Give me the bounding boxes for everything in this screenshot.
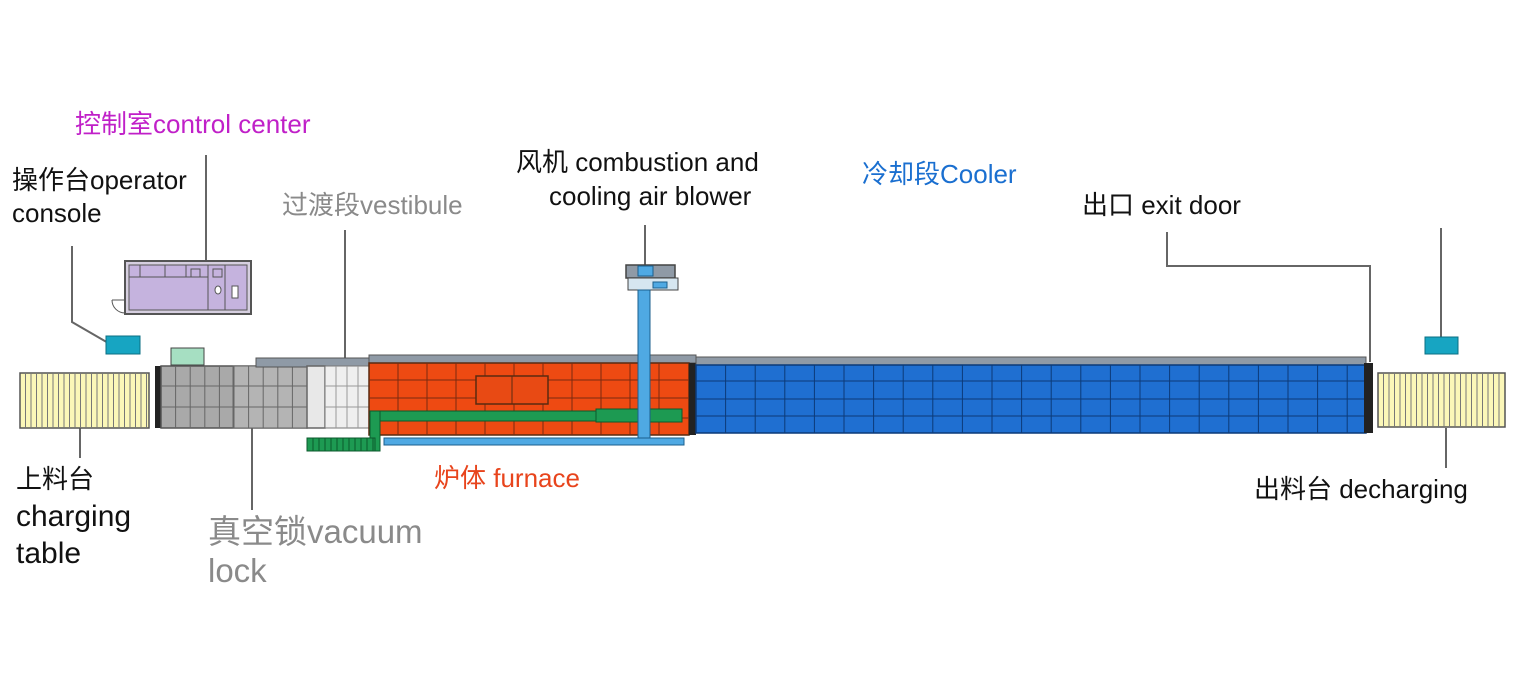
operator-console — [105, 335, 141, 355]
control-room-inner — [128, 264, 248, 311]
blower-pipe-horizontal — [383, 437, 685, 446]
leader-line-operator-console — [71, 246, 111, 345]
furnace-body — [368, 354, 697, 436]
vacuum-lock — [155, 365, 308, 429]
vestibule-label: 过渡段vestibule — [282, 190, 463, 220]
vacuum-lock-label-line2: lock — [208, 552, 267, 589]
vacuum-lock-label-line1: 真空锁vacuum — [208, 513, 423, 550]
cooler-label: 冷却段Cooler — [862, 159, 1017, 189]
blower-pipe-vertical — [637, 289, 651, 446]
decharging-label: 出料台 decharging — [1254, 474, 1468, 504]
cooler — [695, 356, 1373, 434]
operator-console-label-line1: 操作台operator — [12, 165, 187, 195]
decharging-table — [1377, 372, 1506, 428]
control-room — [111, 260, 252, 315]
vacuum-lock-top-unit — [170, 347, 205, 366]
charging-table-label-line2: charging — [16, 500, 132, 533]
exit-console — [1424, 336, 1459, 355]
charging-table-label-line1: 上料台 — [16, 464, 95, 494]
blower — [383, 264, 685, 446]
control-room-door — [111, 299, 126, 314]
charging-table-label-line3: table — [16, 537, 82, 570]
leader-line-exit-door — [1166, 232, 1371, 362]
blower-label-line1: 风机 combustion and — [516, 147, 759, 177]
operator-console-label-line2: console — [12, 198, 102, 228]
vestibule — [306, 365, 370, 429]
control-center-label: 控制室control center — [75, 109, 311, 139]
blower-label-line2: cooling air blower — [549, 181, 752, 211]
furnace-label: 炉体 furnace — [434, 463, 580, 493]
exit-door-label: 出口 exit door — [1082, 190, 1241, 220]
charging-table — [19, 372, 150, 429]
exit-door — [1364, 363, 1373, 433]
